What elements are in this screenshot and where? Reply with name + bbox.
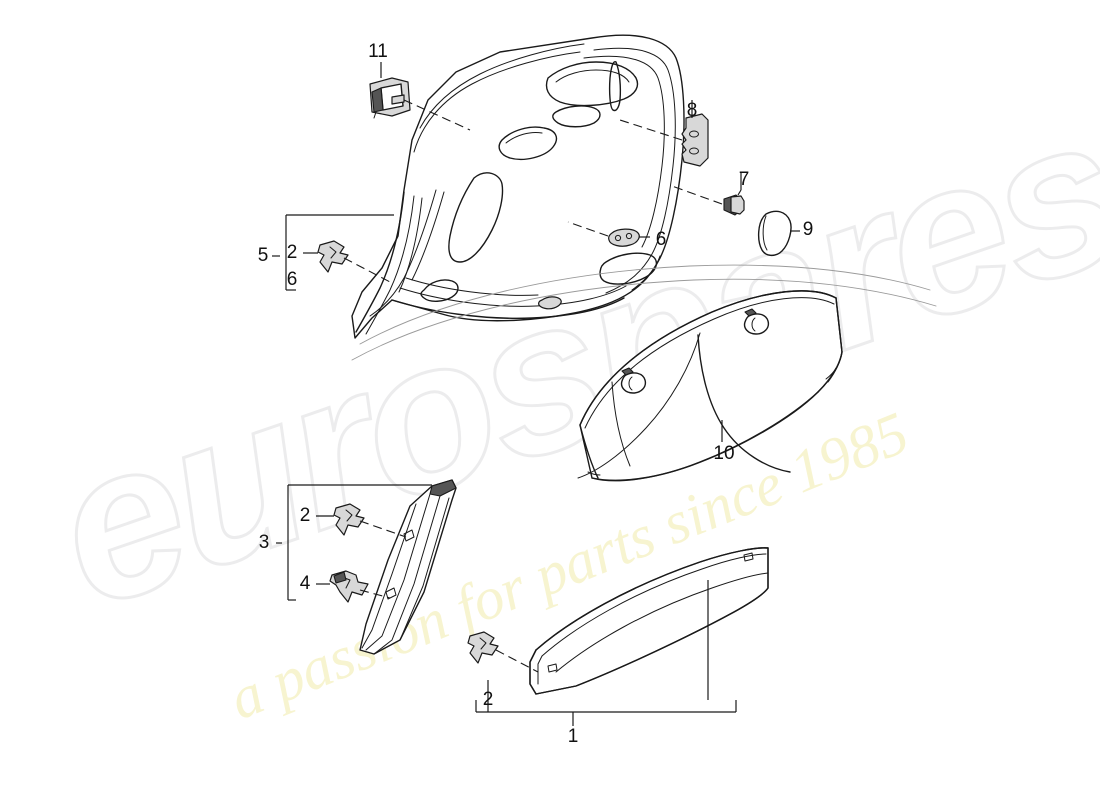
- part-10-parcel-shelf-trim: [577, 290, 843, 482]
- callout-5: 5: [258, 245, 269, 266]
- part-4-expanding-clip: [329, 570, 391, 603]
- part-3-pillar-trim: [276, 479, 457, 655]
- part-1-lower-trim-panel: [475, 547, 769, 726]
- part-2-clip-lower: [467, 631, 539, 673]
- part-6-grommet-upper: [567, 221, 650, 247]
- part-rear-lid-trim-panel: [351, 34, 685, 339]
- callout-3: 3: [259, 532, 270, 553]
- part-9-cover-cap: [757, 210, 800, 257]
- callout-7: 7: [739, 169, 750, 190]
- part-2-clip-pillar: [333, 503, 407, 538]
- part-2-clip-upper: [317, 240, 393, 284]
- callout-9: 9: [803, 219, 814, 240]
- callout-10: 10: [713, 443, 734, 464]
- callout-1: 1: [568, 726, 579, 747]
- part-8-hinge-cover-plate: [619, 100, 709, 167]
- part-7-screw: [671, 172, 745, 216]
- callout-6-lower: 6: [287, 269, 298, 290]
- callout-2-lower: 2: [483, 689, 494, 710]
- bracket-group-5: [272, 214, 394, 291]
- callout-11: 11: [368, 41, 388, 62]
- part-11-bracket-clip: [369, 62, 471, 131]
- callout-8: 8: [687, 100, 698, 121]
- callout-2-upper: 2: [287, 242, 298, 263]
- callout-4: 4: [300, 573, 311, 594]
- callout-labels: 11 8 7 9 6 5 2 6 10 3 2 4 2 1: [258, 41, 814, 747]
- background-body-contour: [351, 264, 937, 361]
- callout-2-pillar: 2: [300, 505, 311, 526]
- callout-6-upper: 6: [656, 229, 667, 250]
